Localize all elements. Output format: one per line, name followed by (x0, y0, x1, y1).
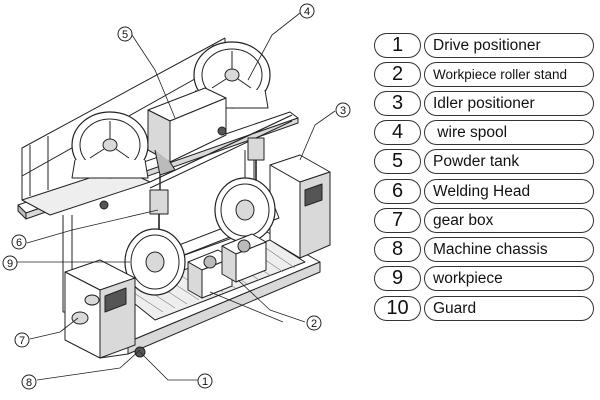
callout-label: 5 (122, 29, 128, 41)
legend-label: Machine chassis (424, 237, 594, 262)
callout-8: 8 (21, 374, 37, 390)
workpiece-roller-stands (187, 233, 267, 299)
legend-label: workpiece (424, 266, 594, 291)
callout-9: 9 (2, 255, 18, 271)
legend-row-10: 10 Guard (374, 296, 594, 321)
legend-label: Welding Head (424, 179, 594, 204)
legend-number: 1 (374, 33, 421, 58)
drive-positioner (64, 259, 146, 359)
powder-tank (147, 87, 227, 205)
callout-1: 1 (197, 373, 213, 389)
legend-row-6: 6 Welding Head (374, 179, 594, 204)
legend-label: wire spool (424, 120, 594, 145)
legend-row-3: 3 Idler positioner (374, 91, 594, 116)
callout-label: 7 (19, 335, 25, 347)
workpiece-wheelset (124, 177, 280, 296)
legend-row-7: 7 gear box (374, 208, 594, 233)
wire-spool-left (71, 111, 149, 179)
legend-number: 9 (374, 266, 421, 291)
idler-positioner (269, 154, 331, 259)
callout-7: 7 (14, 332, 30, 348)
legend-number: 2 (374, 62, 421, 87)
legend-number: 8 (374, 237, 421, 262)
callout-label: 1 (202, 376, 208, 388)
legend-number: 3 (374, 91, 421, 116)
legend-number: 7 (374, 208, 421, 233)
callout-2: 2 (306, 315, 322, 331)
legend-number: 4 (374, 120, 421, 145)
legend-label: gear box (424, 208, 594, 233)
legend-label: Workpiece roller stand (424, 62, 594, 87)
legend-row-9: 9 workpiece (374, 266, 594, 291)
legend-label: Drive positioner (424, 33, 594, 58)
callout-label: 4 (304, 6, 310, 18)
legend-number: 10 (374, 296, 421, 321)
welding-head (99, 126, 265, 236)
legend-row-4: 4 wire spool (374, 120, 594, 145)
legend-label: Idler positioner (424, 91, 594, 116)
legend-number: 6 (374, 179, 421, 204)
callout-6: 6 (11, 234, 27, 250)
guard (99, 353, 129, 359)
legend-row-5: 5 Powder tank (374, 149, 594, 174)
legend-row-2: 2 Workpiece roller stand (374, 62, 594, 87)
callout-3: 3 (335, 102, 351, 118)
callout-5: 5 (117, 26, 133, 42)
legend-row-1: 1 Drive positioner (374, 33, 594, 58)
legend-label: Guard (424, 296, 594, 321)
callout-4: 4 (299, 3, 315, 19)
callout-label: 2 (311, 318, 317, 330)
welding-machine-illustration: 1 2 3 4 5 6 9 7 (2, 3, 351, 390)
callout-leaders (17, 12, 336, 381)
callout-label: 6 (16, 237, 22, 249)
legend-label: Powder tank (424, 149, 594, 174)
legend-number: 5 (374, 149, 421, 174)
callout-label: 9 (7, 258, 13, 270)
callout-label: 8 (26, 377, 32, 389)
callout-label: 3 (340, 105, 346, 117)
legend-row-8: 8 Machine chassis (374, 237, 594, 262)
